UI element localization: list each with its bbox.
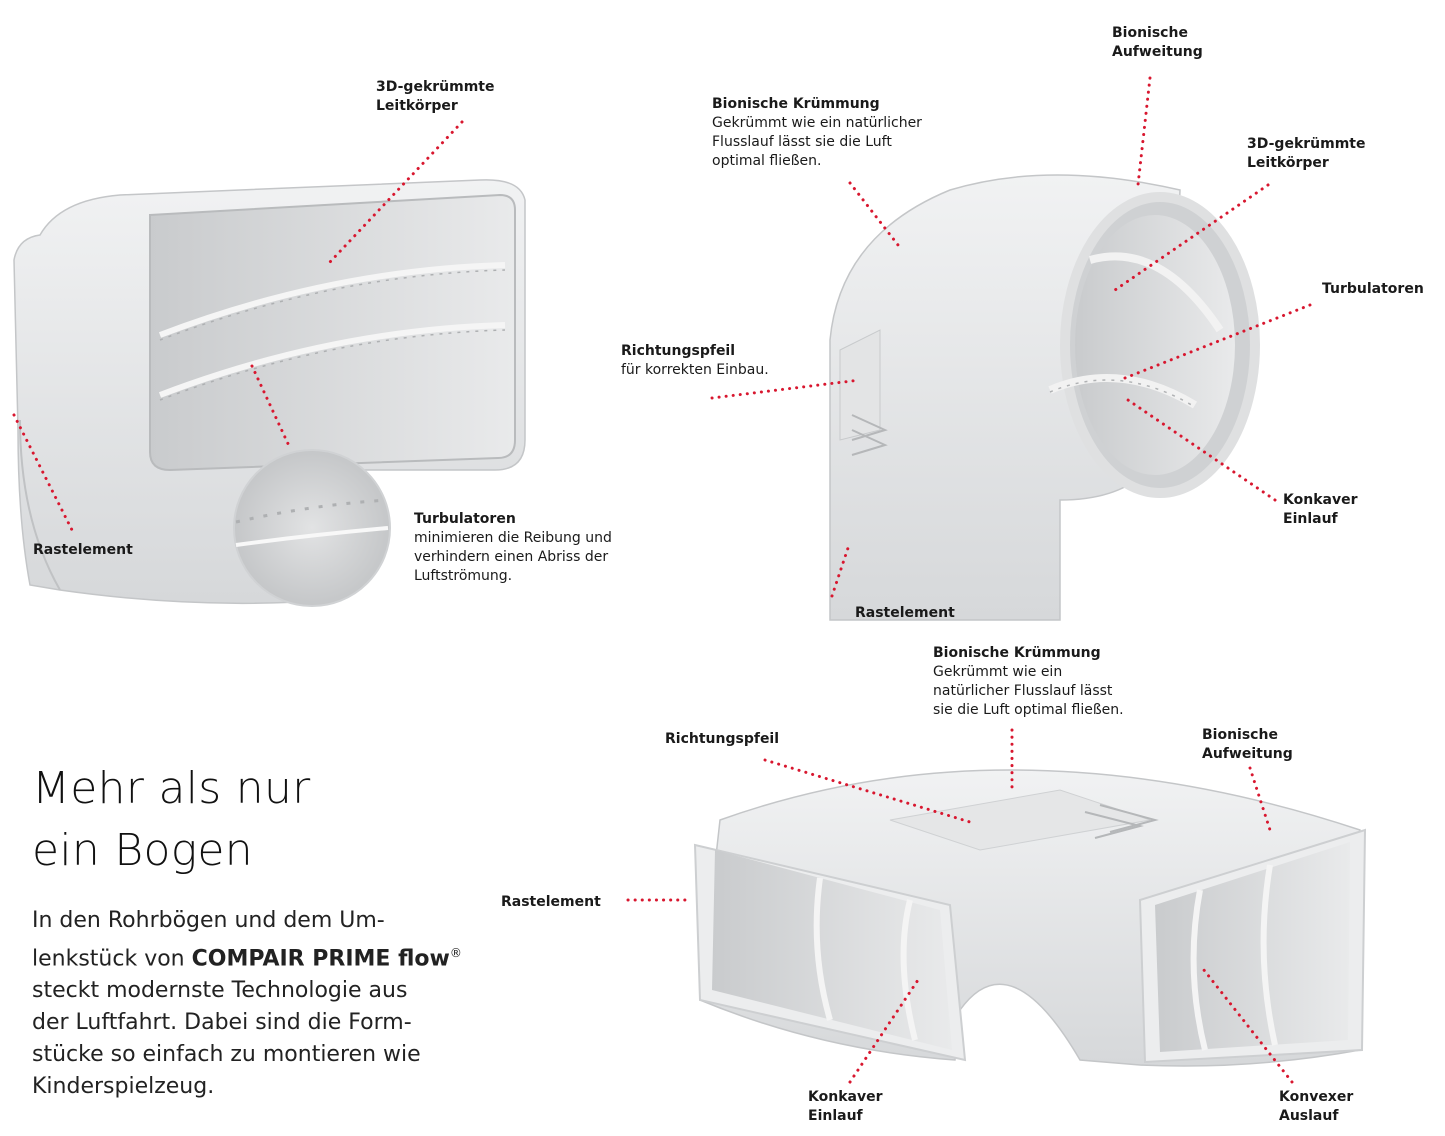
label-left-turb: Turbulatoren minimieren die Reibung und … bbox=[414, 511, 612, 584]
leader-bottom-arrow bbox=[763, 758, 972, 824]
leader-right-guide bbox=[1113, 183, 1270, 292]
leader-left-rast bbox=[12, 413, 74, 532]
leader-lines bbox=[12, 76, 1312, 1084]
label-right-rast: Rastelement bbox=[855, 605, 955, 621]
label-left-guide: 3D-gekrümmte Leitkörper bbox=[376, 79, 495, 114]
body-text: In den Rohrbögen und dem Um- lenkstück v… bbox=[32, 908, 462, 1100]
label-bottom-rast: Rastelement bbox=[501, 894, 601, 910]
leader-right-turb bbox=[1123, 303, 1312, 380]
label-bottom-arrow: Richtungspfeil bbox=[665, 731, 780, 747]
leader-right-bionic-curve bbox=[848, 181, 900, 247]
label-right-guide: 3D-gekrümmte Leitkörper bbox=[1247, 136, 1366, 171]
label-left-rast: Rastelement bbox=[33, 542, 133, 558]
label-bottom-convex: Konvexer Auslauf bbox=[1279, 1089, 1354, 1124]
label-bottom-concave: Konkaver Einlauf bbox=[808, 1089, 883, 1124]
label-right-concave: Konkaver Einlauf bbox=[1283, 492, 1358, 527]
brand-name: COMPAIR PRIME flow bbox=[191, 946, 450, 972]
label-right-turb: Turbulatoren bbox=[1322, 281, 1424, 297]
headline: Mehr als nur ein Bogen bbox=[32, 758, 311, 882]
round-elbow bbox=[829, 174, 1260, 621]
headline-line-2: ein Bogen bbox=[32, 825, 253, 876]
leader-left-guide-mag bbox=[250, 364, 292, 450]
leader-bottom-concave bbox=[848, 978, 920, 1084]
left-duct-bend bbox=[13, 179, 526, 605]
flat-duct-elbow bbox=[693, 769, 1367, 1067]
label-right-arrow: Richtungspfeil für korrekten Einbau. bbox=[621, 343, 769, 378]
label-bottom-bionic-widen: Bionische Aufweitung bbox=[1202, 727, 1293, 762]
leader-right-rast bbox=[830, 546, 850, 598]
label-bottom-bionic-curve: Bionische Krümmung Gekrümmt wie ein natü… bbox=[933, 645, 1124, 718]
left-magnifier-detail bbox=[233, 449, 391, 607]
label-right-bionic-curve: Bionische Krümmung Gekrümmt wie ein natü… bbox=[712, 96, 922, 169]
registered-mark: ® bbox=[449, 946, 462, 960]
leader-right-bionic-widen bbox=[1136, 76, 1152, 187]
label-right-bionic-widen: Bionische Aufweitung bbox=[1112, 25, 1203, 60]
headline-line-1: Mehr als nur bbox=[32, 763, 311, 814]
